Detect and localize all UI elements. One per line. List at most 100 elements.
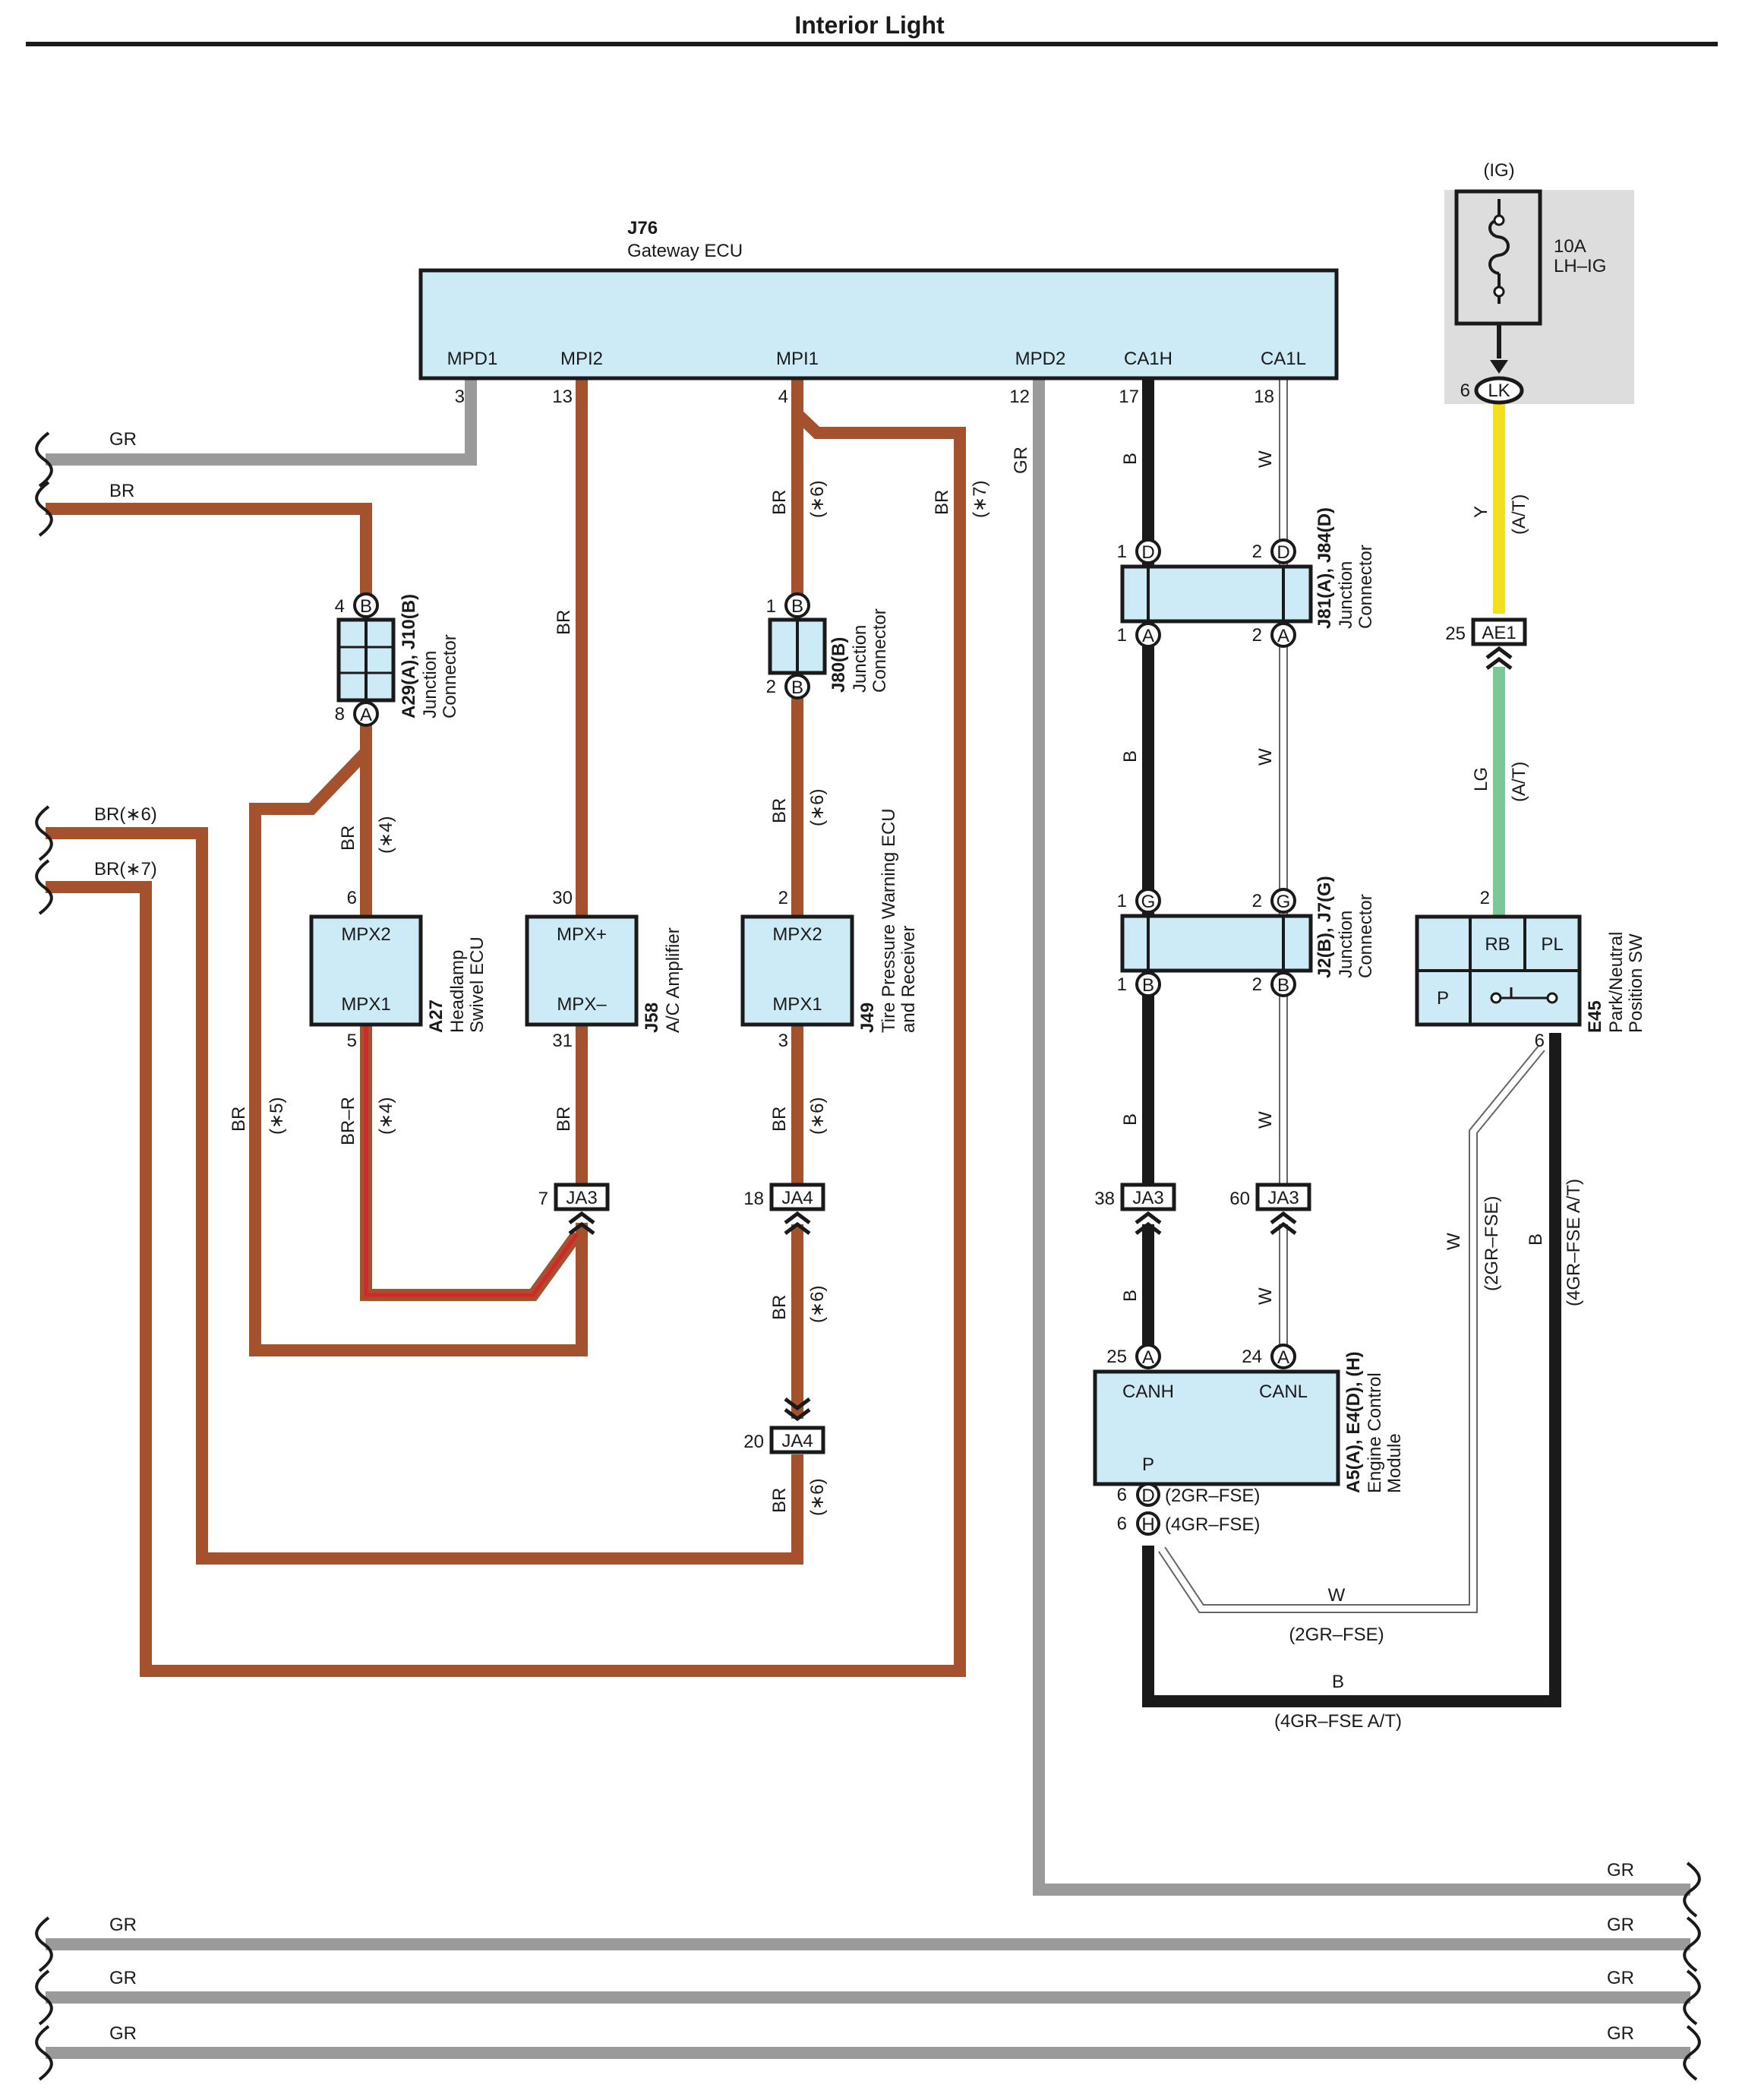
fuse-terminal-top [1493,214,1505,226]
pin-label-mpd1: MPD1 [447,349,498,369]
fuse-lh-ig[interactable]: (IG) 10A LH–IG 6 LK [1444,160,1634,405]
a29-name-1: Junction [420,651,440,718]
label-gr-left: GR [109,429,137,450]
j49-name-1: Tire Pressure Warning ECU [879,808,899,1033]
ecm-circle-canh [1135,1344,1161,1369]
wire-end-left-br [35,481,53,537]
wire-end-right-gr1 [1683,1916,1701,1972]
a27-pin-top: 6 [347,888,357,908]
label-br6-left: BR(∗6) [94,804,157,825]
a27-pin-bottom: 5 [347,1031,357,1051]
label-branch7-br: BR [932,490,952,515]
ae1-name: AE1 [1482,623,1516,643]
e45-pin-bottom: 6 [1535,1031,1545,1051]
j81-pin-4: 2 [1252,625,1262,646]
label-gr-left-3: GR [109,2023,137,2044]
j49-pin-top: 2 [778,888,788,908]
label-can-w-4: W [1255,1287,1276,1305]
wire-end-right-gr3 [1683,2025,1701,2081]
gateway-ecu[interactable]: J76 Gateway ECU MPD1 MPI2 MPI1 MPD2 CA1H… [418,218,1339,407]
label-can-b-1: B [1120,453,1141,465]
connector-ja3-left[interactable]: 7 JA3 [538,1183,610,1235]
label-can-b-3: B [1120,1113,1141,1126]
e45-label-pl: PL [1541,934,1563,955]
component-j49[interactable]: 2 MPX2 MPX1 3 J49 Tire Pressure Warning … [740,808,919,1051]
a27-label-bottom: MPX1 [341,994,390,1015]
j80-code: J80(B) [828,637,849,693]
label-ja4b-br: BR [769,1488,790,1513]
j2-name-2: Connector [1356,894,1376,978]
j81-circle-4 [1270,622,1296,648]
component-j58[interactable]: 30 MPX+ MPX– 31 J58 A/C Amplifier [525,888,683,1051]
ecm-box [1093,1369,1340,1486]
label-gr-left-2: GR [109,1968,137,1988]
label-can-b-4: B [1120,1290,1141,1302]
junction-j80[interactable]: 1 B 2 B J80(B) Junction Connector [766,592,890,699]
pin-label-ca1l: CA1L [1261,349,1306,369]
label-gr-right-2: GR [1607,1968,1634,1988]
wire-br-mpi1-branch7 [46,409,966,1677]
ae1-pin: 25 [1445,624,1466,644]
ja4-bottom-pin: 20 [743,1432,764,1452]
j80-pin-bottom: 2 [766,677,776,697]
connector-ja3-canl[interactable]: 60 JA3 [1229,1183,1311,1235]
label-j80-n6: (∗6) [807,789,828,826]
wire-br-r [360,1025,582,1301]
ja3-canh-chevron [1135,1211,1162,1235]
component-a27[interactable]: 6 MPX2 MPX1 5 A27 Headlamp Swivel ECU [309,888,488,1051]
label-br-r-n4: (∗4) [376,1097,396,1135]
page-title: Interior Light [794,11,945,39]
wire-end-right-gr2 [1683,1969,1701,2026]
label-mpi2-br: BR [554,610,574,635]
j80-letter-bottom: B [791,677,803,698]
j81-letter-3: A [1142,626,1154,646]
label-branch7-n7: (∗7) [970,481,990,518]
connector-ae1[interactable]: 25 AE1 [1445,617,1527,670]
j49-pin-bottom: 3 [778,1031,788,1051]
pin-label-mpi1: MPI1 [776,349,819,369]
pin-number-mpd2: 12 [1009,387,1030,407]
connector-ja4-bottom[interactable]: 20 JA4 [743,1397,825,1454]
j81-letter-2: D [1277,542,1289,563]
ja4-bottom-box [769,1426,825,1454]
pin-label-ca1h: CA1H [1124,349,1172,369]
ecm-letter-canh: A [1142,1347,1154,1368]
label-j49-n6: (∗6) [807,1097,828,1135]
wire-br-ja4-loop6 [46,827,803,1565]
connector-ja4-top[interactable]: 18 JA4 [743,1183,825,1235]
junction-j2[interactable]: 1 G 2 G 1 B 2 B J2(B), J7(G) Junction Co… [1117,876,1376,997]
j2-letter-2: G [1277,892,1291,912]
ecm-name-2: Module [1384,1433,1405,1493]
j2-letter-1: G [1141,892,1156,912]
j2-letter-3: B [1142,975,1154,996]
j2-pin-4: 2 [1252,974,1262,995]
ecm-label-canl: CANL [1259,1382,1308,1402]
label-y: Y [1471,506,1491,518]
junction-j81[interactable]: 1 D 2 D 1 A 2 A J81(A), J84(D) Junction … [1117,507,1376,648]
component-ecm[interactable]: 25 A 24 A CANH CANL P 6 D (2GR–FSE) 6 H … [1093,1344,1405,1536]
junction-a29[interactable]: 4 B 8 A A29(A), J10(B) Junction Connecto… [335,592,460,727]
ecm-circle-p2 [1136,1511,1160,1536]
label-bottom-b: B [1332,1672,1344,1692]
e45-label-p: P [1437,988,1449,1009]
label-2gr-note: (2GR–FSE) [1482,1196,1502,1291]
ja3-left-box [554,1183,610,1211]
label-bottom-w: W [1328,1585,1346,1606]
j58-code: J58 [642,1003,662,1033]
fuse-terminal-bottom [1493,286,1505,298]
j80-circle-bottom [784,674,810,699]
e45-label-rb: RB [1485,934,1510,955]
ecm-letter-p2: H [1141,1514,1154,1535]
component-e45[interactable]: 2 RB PL P 6 E45 Park/Neutral Position SW [1415,888,1646,1051]
ja4-bottom-name: JA4 [781,1431,813,1451]
label-gr-right-1: GR [1607,1915,1634,1935]
connector-ja3-canh[interactable]: 38 JA3 [1094,1183,1176,1235]
fuse-arrow [1490,360,1508,374]
wire-end-right-gr0 [1683,1862,1701,1918]
a29-pin-bottom: 8 [335,704,345,725]
ecm-note-p2: (4GR–FSE) [1165,1514,1260,1535]
ja3-canl-pin: 60 [1229,1189,1250,1209]
j81-circle-3 [1135,622,1161,648]
switch-contact-right [1546,992,1558,1004]
wire-end-left-br7 [35,859,53,915]
